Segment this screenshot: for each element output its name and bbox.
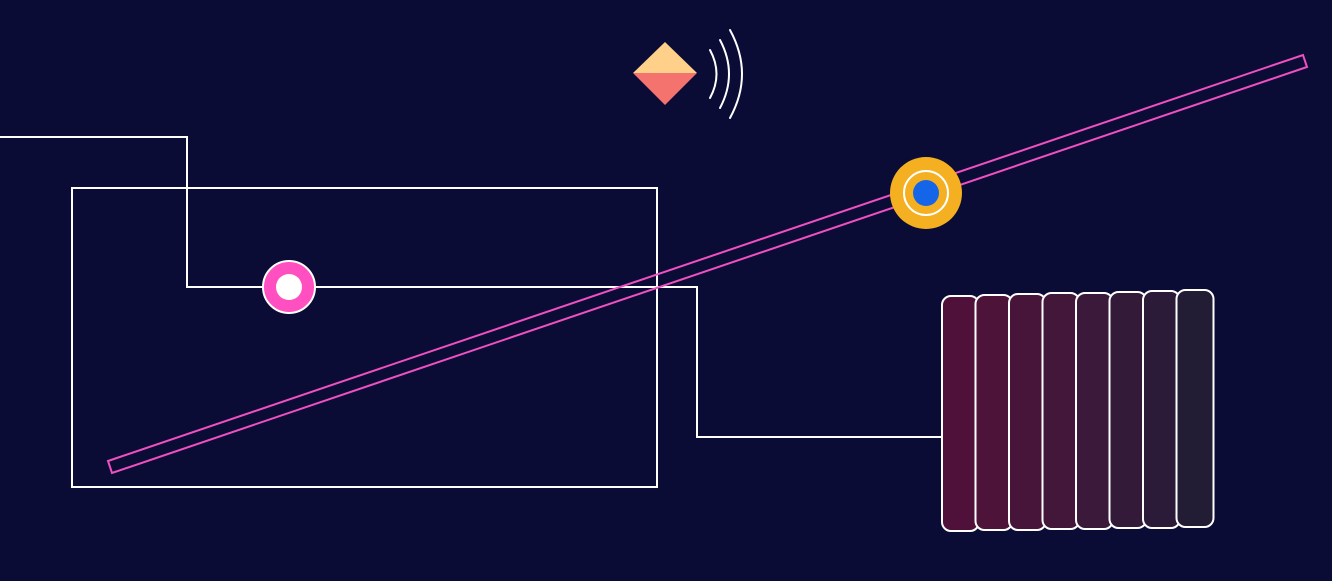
left-wire <box>0 136 945 438</box>
sound-waves-icon <box>709 29 743 119</box>
pink-knob-center <box>276 274 302 300</box>
card-stack <box>941 289 1215 532</box>
rectangle-frame <box>71 187 658 488</box>
orange-slider-knob[interactable] <box>890 157 962 229</box>
stack-card <box>974 294 1014 531</box>
stack-card <box>941 295 980 532</box>
stack-card <box>1142 290 1181 529</box>
blue-dot <box>913 180 939 206</box>
stack-card <box>1075 292 1114 530</box>
stack-card <box>1175 289 1215 528</box>
stack-card <box>1008 293 1047 531</box>
stack-card <box>1041 292 1081 530</box>
diamond-icon <box>633 42 697 105</box>
stack-card <box>1108 291 1148 529</box>
